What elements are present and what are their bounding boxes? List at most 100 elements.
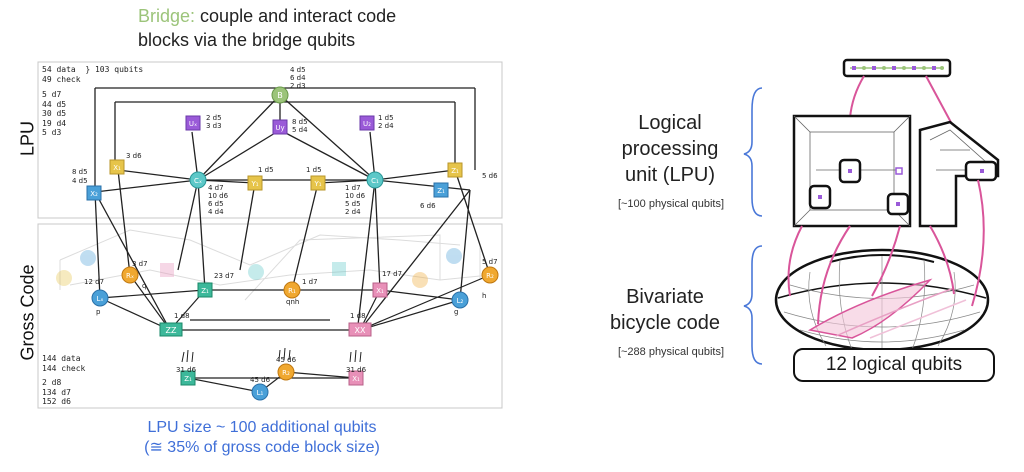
- ann-g-d7c: 12 d7: [84, 278, 104, 286]
- lpu-degree-1: 5 d7: [42, 90, 62, 99]
- node-Lz: [451, 291, 469, 309]
- lpu-stats: 54 data } 103 qubits 49 check: [42, 65, 143, 84]
- node-label-Uz: U₂: [363, 120, 371, 128]
- bridge-word: Bridge:: [138, 6, 196, 26]
- ann-g-d7e: 1 d7: [302, 278, 318, 286]
- node-Rz: [481, 266, 499, 284]
- lpu-small-box-4-dot: [980, 169, 984, 173]
- lpu-nodes: B Uₓ Uy U₂ Cₓ C₁ X₁ X₂ Y₁ Y₁ Z₁ Z₁: [86, 86, 463, 201]
- ann-cx-1: 4 d7: [208, 184, 224, 192]
- gross-background-edges: [59, 229, 491, 301]
- bottom-tick-marks: [181, 347, 362, 363]
- lpu-panel-frame: [37, 61, 503, 219]
- node-Uz: [359, 115, 375, 131]
- ann-cx-4: 4 d4: [208, 208, 224, 216]
- bb-subtitle: [~288 physical qubits]: [617, 346, 725, 358]
- ann-p: p: [96, 308, 101, 316]
- node-label-Cx: Cₓ: [194, 177, 202, 185]
- degree-annotations: 4 d5 6 d4 2 d3 2 d5 3 d3 8 d5 5 d4 1 d5 …: [72, 66, 498, 384]
- node-label-Xg2: X₁: [352, 375, 360, 383]
- gross-degree-1: 2 d8: [42, 378, 62, 387]
- ann-uy-2: 5 d4: [292, 126, 308, 134]
- gross-panel-frame: [37, 223, 503, 409]
- gross-degree-3: 152 d6: [42, 397, 71, 406]
- bridge-caption-line2: blocks via the bridge qubits: [138, 30, 356, 50]
- node-label-Rx: Rₓ: [126, 272, 134, 280]
- lpu-size-caption: LPU size ~ 100 additional qubits (≅ 35% …: [112, 418, 412, 458]
- node-Zg2: [180, 370, 196, 386]
- bb-brace: [743, 245, 763, 365]
- node-Cx: [189, 171, 207, 189]
- ann-xl-2: 4 d5: [72, 177, 88, 185]
- ann-qh: qnh: [286, 298, 299, 306]
- lpu-center-node: [895, 167, 903, 175]
- ann-g-d7d: 17 d7: [382, 270, 402, 278]
- lpu-title: Logical processing unit (LPU): [621, 112, 719, 186]
- lpu-degree-4: 19 d4: [42, 118, 67, 128]
- ann-b-3: 2 d3: [290, 82, 306, 90]
- ann-uy-1: 8 d5: [292, 118, 308, 126]
- node-label-Y1: Y₁: [250, 180, 258, 188]
- lpu-size-line2: (≅ 35% of gross code block size): [144, 439, 380, 456]
- bridge-bar-dots: [852, 66, 944, 70]
- node-Rx: [121, 266, 139, 284]
- node-X-yellow: [109, 159, 125, 175]
- lpu-subtitle: [~100 physical qubits]: [617, 198, 725, 210]
- ann-g-d7b: 23 d7: [214, 272, 234, 280]
- lpu-degree-list: 5 d7 44 d5 30 d5 19 d4 5 d3: [42, 90, 66, 138]
- ann-xl-1: 8 d5: [72, 168, 88, 176]
- ann-g-d7: 3 d7: [132, 260, 148, 268]
- node-Ry: [283, 281, 301, 299]
- ann-g-d7f: 5 d7: [482, 258, 498, 266]
- node-Z-yellow: [447, 162, 463, 178]
- node-Ly: [251, 383, 269, 401]
- ann-h: h: [482, 292, 486, 300]
- ann-z: 5 d6: [482, 172, 498, 180]
- node-label-X1: X₁: [113, 164, 121, 172]
- node-label-Rz: R₂: [486, 272, 494, 280]
- node-XX: [348, 322, 372, 337]
- ann-cy-1: 1 d7: [345, 184, 361, 192]
- node-Rz-bottom: [277, 363, 295, 381]
- lpu-small-box-1-dot: [848, 169, 852, 173]
- node-Y1: [247, 175, 263, 191]
- lpu-degree-2: 44 d5: [42, 99, 67, 109]
- ann-cy-4: 2 d4: [345, 208, 361, 216]
- gross-stat-check: 144 check: [42, 363, 86, 373]
- node-Zg: [197, 282, 213, 298]
- lpu-degree-5: 5 d3: [42, 128, 62, 137]
- lpu-total: } 103 qubits: [85, 65, 144, 74]
- node-Ux: [185, 115, 201, 131]
- node-label-Xg: X₁: [376, 287, 384, 295]
- node-Cy: [366, 171, 384, 189]
- node-label-B: B: [277, 91, 283, 100]
- logical-qubits-box: 12 logical qubits: [793, 348, 995, 382]
- lpu-size-line1: LPU size ~ 100 additional qubits: [147, 419, 377, 436]
- bb-title: Bivariate bicycle code: [609, 286, 721, 334]
- ann-g-d8b: 1 d8: [350, 312, 366, 320]
- ann-b-2: 6 d4: [290, 74, 306, 82]
- node-ZZ: [159, 322, 183, 337]
- node-label-Zg: Z₁: [201, 287, 209, 295]
- node-Lx: [91, 289, 109, 307]
- ann-ux-2: 3 d3: [206, 122, 222, 130]
- node-label-Lz: L₂: [457, 297, 464, 305]
- ann-cy-3: 5 d5: [345, 200, 361, 208]
- lpu-brace: [743, 87, 763, 217]
- node-label-Ux: Uₓ: [189, 120, 197, 128]
- lpu-small-box-2-dot: [818, 195, 822, 199]
- node-label-Zg2: Z₁: [184, 375, 192, 383]
- lpu-degree-3: 30 d5: [42, 109, 67, 118]
- ann-x: 3 d6: [126, 152, 142, 160]
- torus-pink-patch: [807, 278, 933, 339]
- node-Y2: [310, 175, 326, 191]
- node-label-Rz-bottom: R₂: [282, 369, 290, 377]
- node-label-Ry: R₁: [288, 287, 296, 295]
- gross-degree-2: 134 d7: [42, 387, 71, 397]
- lpu-stat-check: 49 check: [42, 74, 81, 84]
- bridge-node-B: [271, 86, 289, 104]
- ann-cy-2: 10 d6: [345, 192, 366, 200]
- pink-links-bottom: [787, 179, 985, 325]
- ann-q: q: [142, 282, 146, 290]
- node-label-Z2: Z₁: [437, 187, 445, 195]
